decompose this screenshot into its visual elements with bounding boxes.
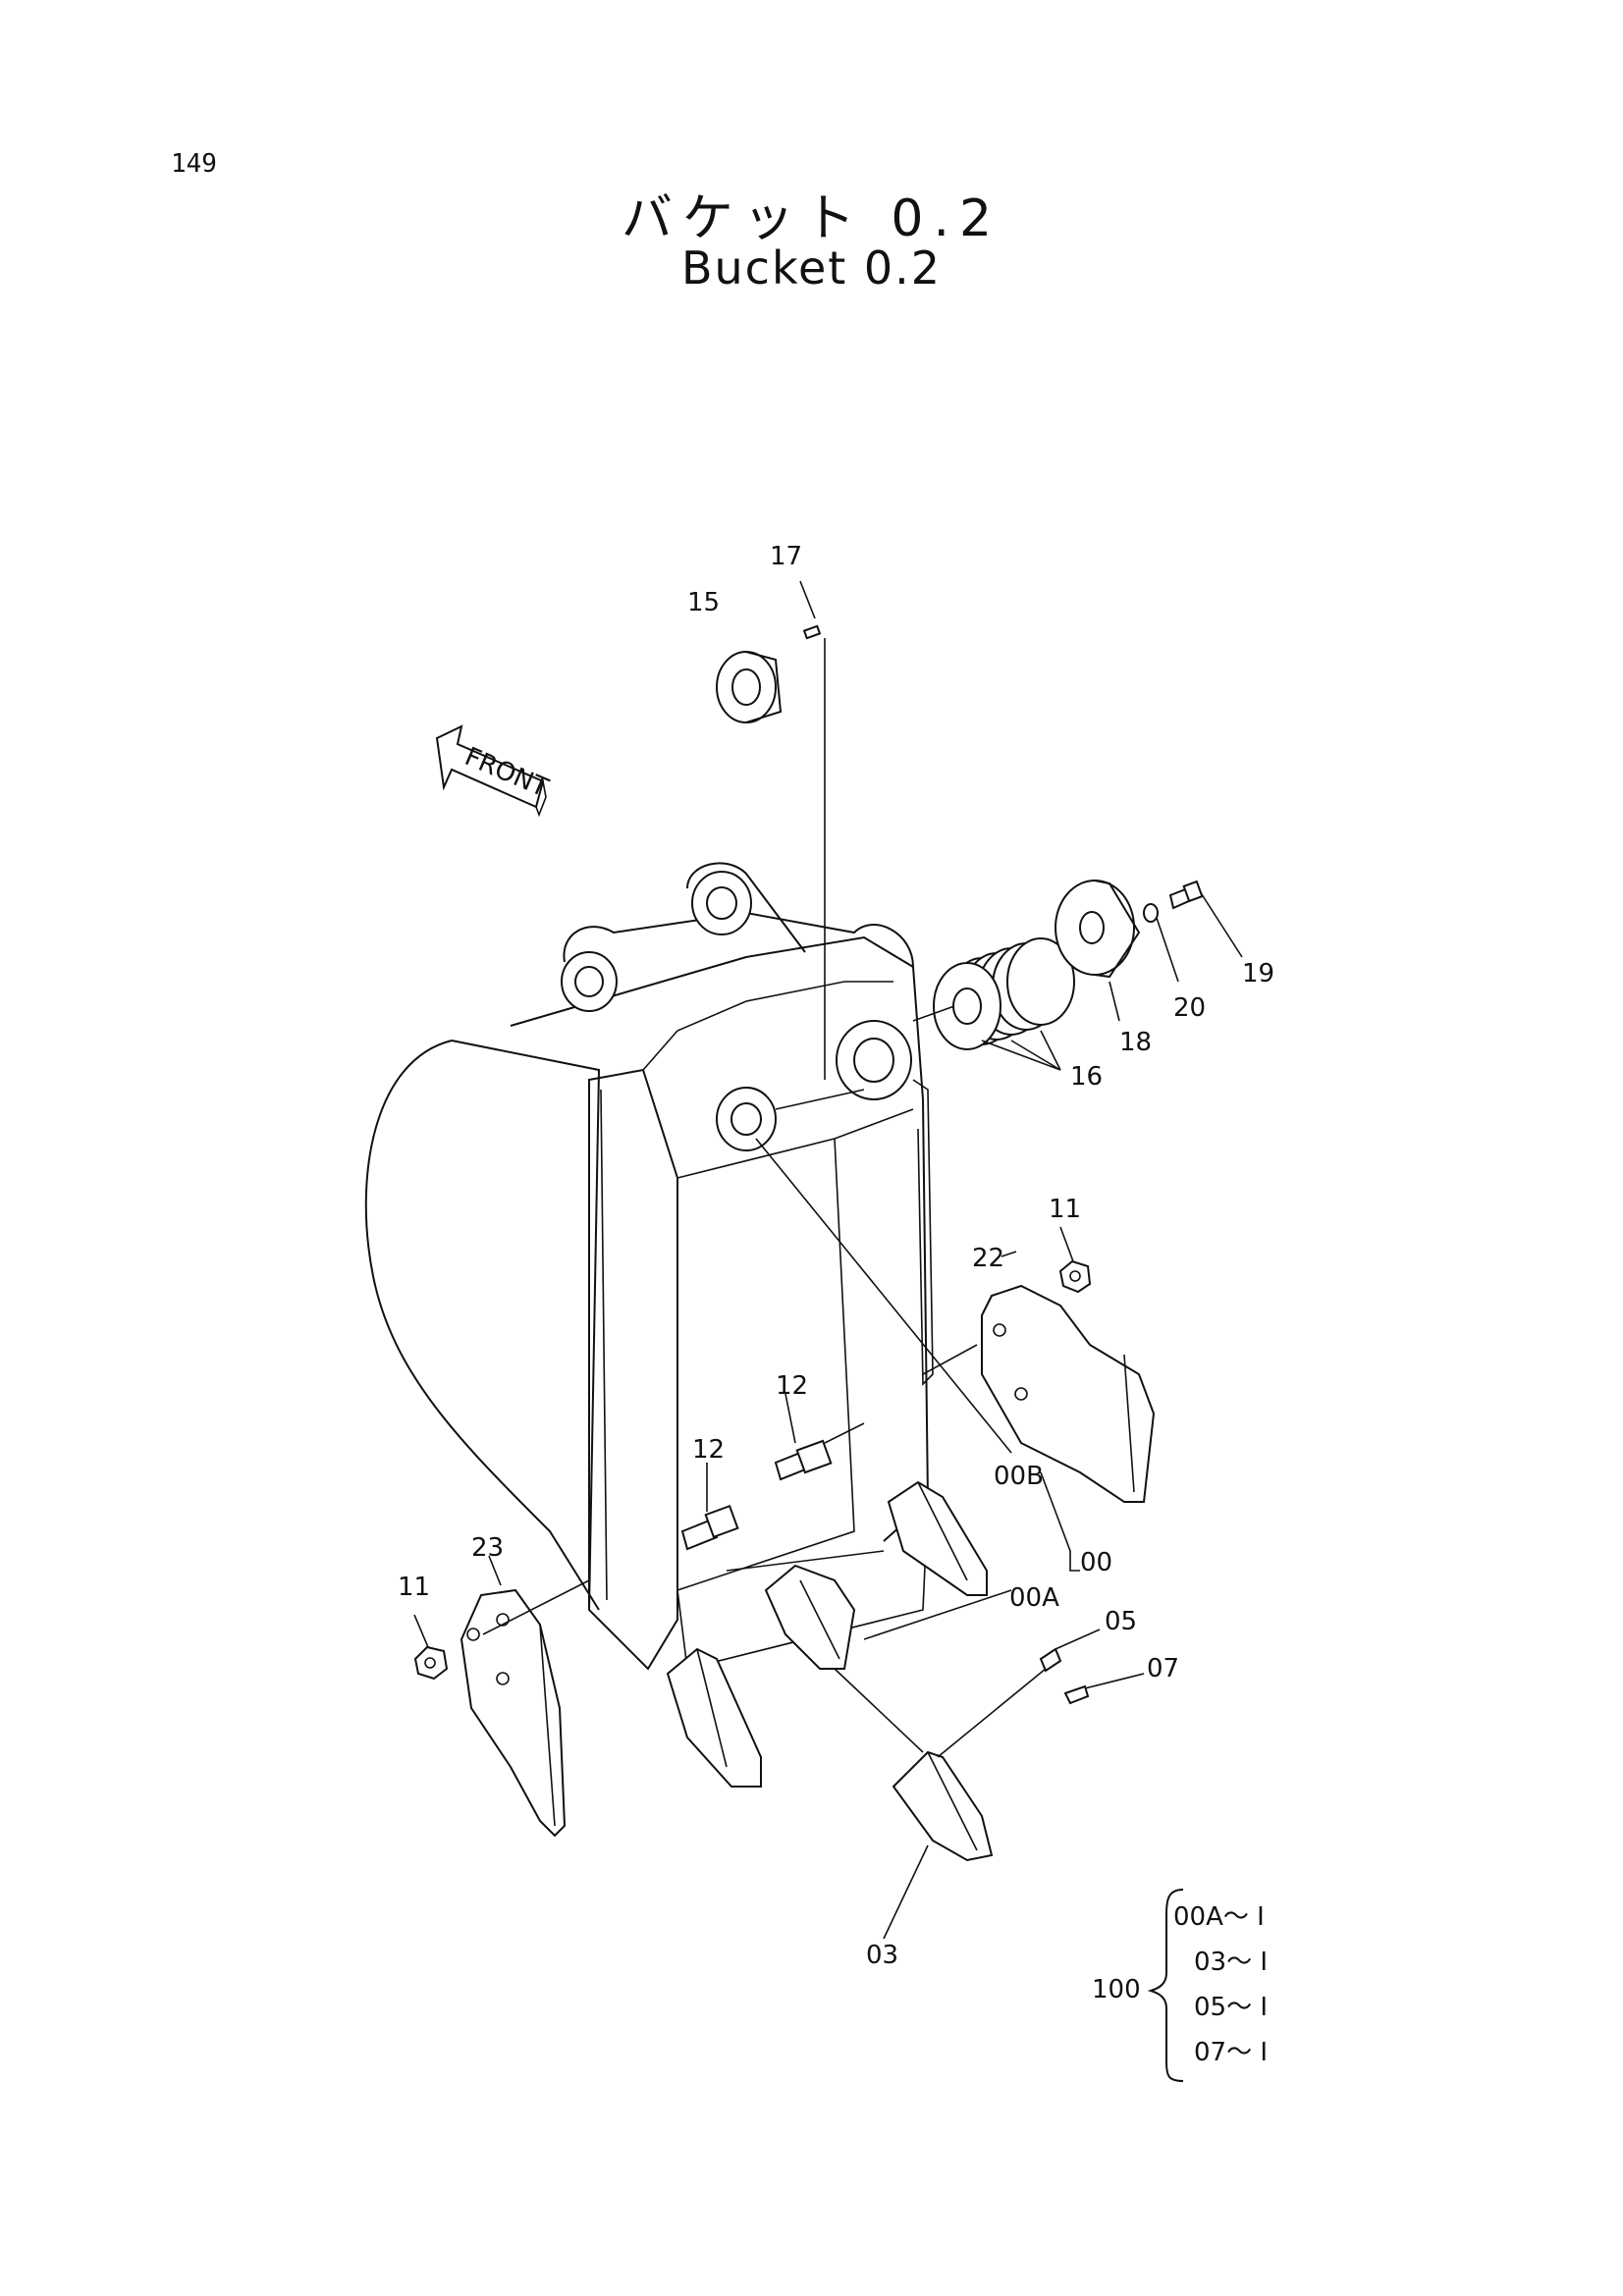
callout-22: 22 xyxy=(972,1244,1004,1273)
page-title-japanese: バケット 0.2 xyxy=(621,189,1002,248)
kit-brace xyxy=(1147,1889,1184,2082)
callout-00: 00 xyxy=(1080,1548,1112,1577)
kit-item-05: 05～ I xyxy=(1194,1993,1269,2022)
part-15-bushing xyxy=(716,651,783,723)
part-11-nut-left xyxy=(413,1614,449,1681)
kit-item-00A: 00A～ I xyxy=(1173,1902,1265,1932)
leader-00 xyxy=(1040,1471,1080,1572)
kit-item-03: 03～ I xyxy=(1194,1948,1269,1977)
part-11-nut-right xyxy=(1058,1226,1092,1294)
part-05-pin xyxy=(937,1629,1101,1758)
front-arrow: FRONT xyxy=(435,724,552,818)
leader-00B xyxy=(755,1138,1012,1454)
callout-18: 18 xyxy=(1119,1028,1152,1057)
callout-labels: 17 15 19 20 18 16 11 22 12 12 00B 23 11 … xyxy=(398,542,1274,1970)
part-17-pin xyxy=(799,580,826,1080)
callout-17: 17 xyxy=(770,542,802,571)
kit-item-07: 07～ I xyxy=(1194,2038,1269,2067)
page-title-english: Bucket 0.2 xyxy=(680,241,943,294)
callout-07: 07 xyxy=(1147,1654,1179,1683)
part-16-shims xyxy=(912,937,1075,1071)
bucket-bosses xyxy=(561,871,912,1151)
callout-20: 20 xyxy=(1173,993,1206,1023)
callout-05: 05 xyxy=(1105,1607,1137,1636)
part-23-side-cutter xyxy=(460,1555,590,1838)
part-12-bolts xyxy=(680,1393,865,1551)
callout-19: 19 xyxy=(1242,959,1274,988)
page-number: 149 xyxy=(171,149,217,179)
part-22-side-cutter xyxy=(922,1251,1156,1503)
callout-15: 15 xyxy=(687,588,720,617)
kit-group-number: 100 xyxy=(1092,1975,1141,2004)
bucket-body xyxy=(364,862,934,1671)
callout-16: 16 xyxy=(1070,1062,1103,1092)
part-03-tooth xyxy=(834,1668,994,1940)
callout-11-right: 11 xyxy=(1049,1195,1081,1224)
callout-11-left: 11 xyxy=(398,1573,430,1602)
callout-12-lower: 12 xyxy=(692,1435,725,1465)
leader-00A xyxy=(863,1589,1012,1640)
part-19-bolt xyxy=(1168,880,1243,958)
callout-23: 23 xyxy=(471,1533,504,1563)
callout-03: 03 xyxy=(866,1941,898,1970)
callout-00A: 00A xyxy=(1009,1583,1059,1613)
part-20-washer xyxy=(1143,903,1179,983)
bucket-teeth xyxy=(666,1480,988,1788)
callout-00B: 00B xyxy=(994,1462,1044,1491)
part-07-lock xyxy=(1063,1673,1145,1705)
part-18-plate xyxy=(1055,880,1141,1022)
callout-12-upper: 12 xyxy=(776,1371,808,1401)
